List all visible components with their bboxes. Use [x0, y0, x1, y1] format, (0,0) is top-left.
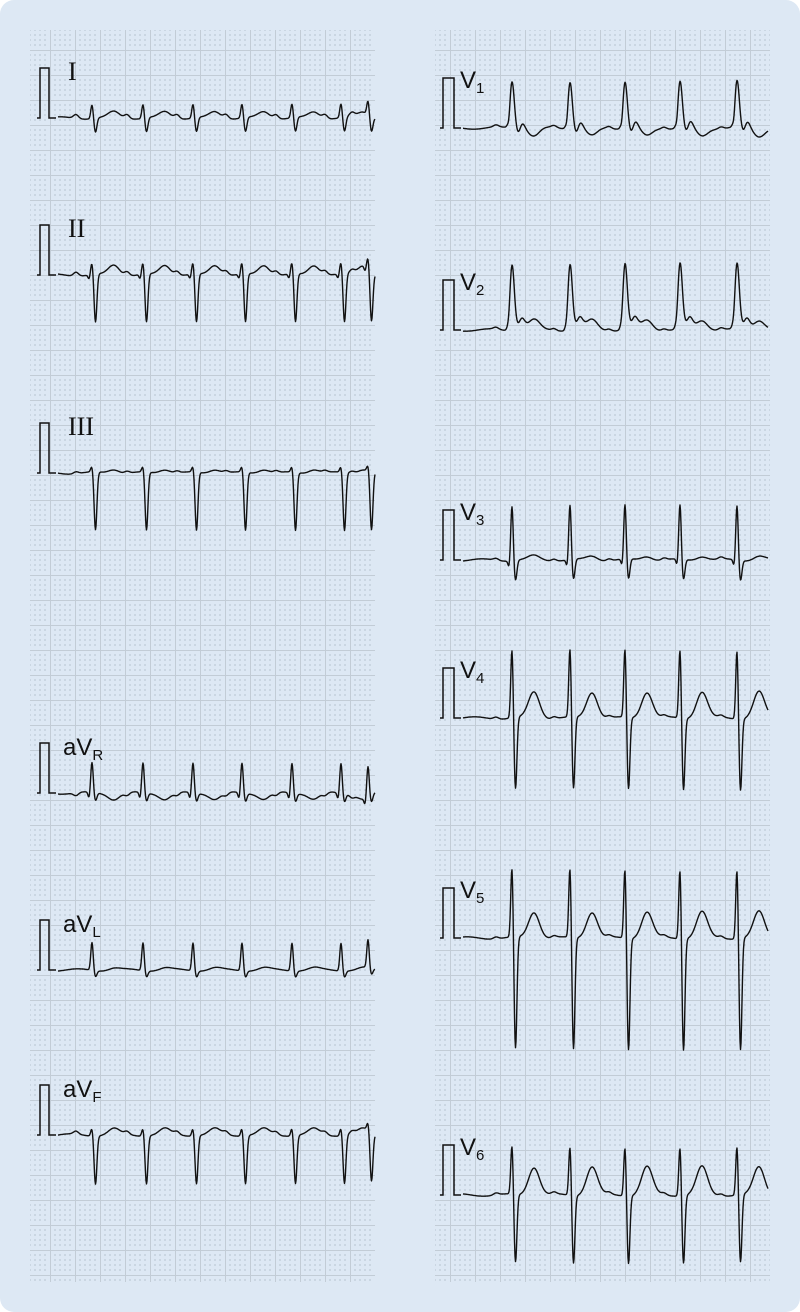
calibration-pulse: [37, 422, 56, 474]
calibration-pulse: [440, 279, 461, 331]
calibration-pulse: [37, 742, 56, 794]
lead-avf: aVF: [37, 1076, 376, 1185]
calibration-pulse: [37, 919, 56, 971]
lead-label: V2: [460, 269, 484, 299]
lead-v3: V3: [440, 499, 769, 581]
lead-v6: V6: [440, 1134, 769, 1265]
calibration-pulse: [37, 67, 56, 119]
ecg-waveform: [57, 258, 376, 323]
lead-avr: aVR: [37, 734, 376, 805]
lead-i: I: [37, 57, 376, 133]
lead-label: V5: [460, 877, 484, 907]
right-grid: [435, 30, 770, 1282]
calibration-pulse: [37, 224, 56, 276]
lead-label: I: [68, 57, 77, 86]
ecg-waveform: [462, 649, 769, 791]
lead-label: V1: [460, 67, 484, 97]
lead-avl: aVL: [37, 911, 376, 978]
lead-label: V3: [460, 499, 484, 529]
ecg-waveform: [462, 262, 769, 332]
lead-label: aVL: [63, 911, 101, 941]
ecg-waveform: [462, 1146, 769, 1265]
ecg-waveform: [57, 1122, 376, 1185]
ecg-waveform: [57, 100, 376, 133]
lead-label: V4: [460, 657, 484, 687]
calibration-pulse: [37, 1084, 56, 1136]
calibration-pulse: [440, 509, 461, 561]
lead-v5: V5: [440, 869, 769, 1051]
ecg-waveform: [57, 465, 376, 532]
calibration-pulse: [440, 77, 461, 129]
lead-label: III: [68, 412, 94, 441]
lead-label: II: [68, 214, 85, 243]
ecg-waveform: [57, 939, 376, 978]
lead-v1: V1: [440, 67, 769, 138]
calibration-pulse: [440, 1144, 461, 1196]
ecg-waveform: [462, 869, 769, 1051]
lead-label: aVF: [63, 1076, 102, 1106]
lead-label: V6: [460, 1134, 484, 1164]
ecg-waveform: [57, 761, 376, 805]
ecg-waveform: [462, 79, 769, 138]
calibration-pulse: [440, 887, 461, 939]
calibration-pulse: [440, 667, 461, 719]
left-grid: [30, 30, 375, 1282]
lead-v4: V4: [440, 649, 769, 791]
lead-iii: III: [37, 412, 376, 532]
ecg-waveform: [462, 504, 769, 581]
lead-label: aVR: [63, 734, 103, 764]
lead-v2: V2: [440, 262, 769, 332]
lead-ii: II: [37, 214, 376, 323]
